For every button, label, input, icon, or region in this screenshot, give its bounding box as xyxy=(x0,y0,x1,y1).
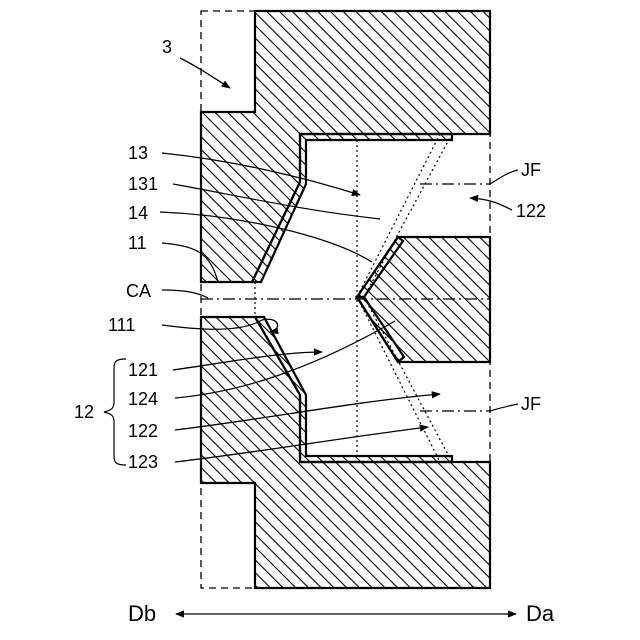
label-12: 12 xyxy=(74,402,94,422)
label-CA: CA xyxy=(126,281,151,301)
direction-right-label: Da xyxy=(526,601,555,626)
leader-JF-upper xyxy=(490,170,518,184)
label-11: 11 xyxy=(128,233,147,253)
leader-122-upper xyxy=(470,198,512,210)
label-JF-upper: JF xyxy=(521,160,541,180)
label-123: 123 xyxy=(128,452,158,472)
leader-3 xyxy=(180,58,230,88)
label-122-lower: 122 xyxy=(128,421,158,441)
label-14: 14 xyxy=(128,203,148,223)
direction-left-label: Db xyxy=(128,601,156,626)
leader-JF-lower xyxy=(490,404,518,411)
label-3: 3 xyxy=(162,37,172,57)
label-124: 124 xyxy=(128,389,158,409)
label-121: 121 xyxy=(128,360,158,380)
brace-12 xyxy=(104,359,126,465)
label-111: 111 xyxy=(108,315,135,335)
label-13: 13 xyxy=(128,143,148,163)
label-131: 131 xyxy=(128,174,158,194)
label-122-upper: 122 xyxy=(516,201,546,221)
label-JF-lower: JF xyxy=(521,394,541,414)
